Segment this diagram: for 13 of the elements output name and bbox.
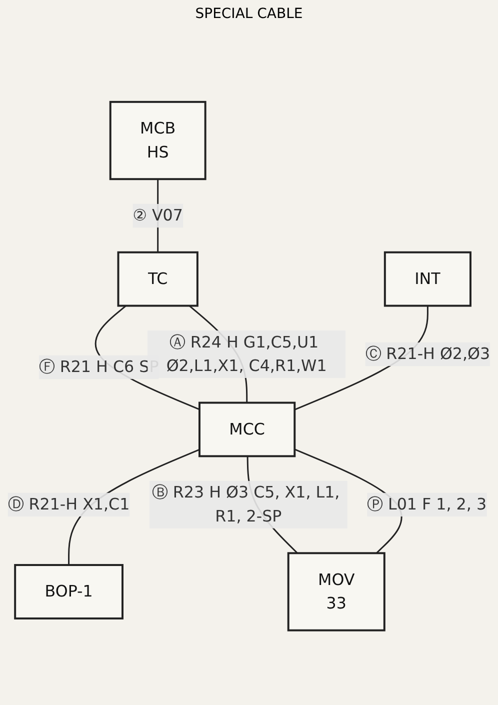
node-box: MCC [198,402,296,458]
node-box: INT [384,252,472,308]
edge-label: Ⓑ R23 H Ø3 C5, X1, L1, R1, 2-SP [152,483,340,526]
edge-label: Ⓒ R21-H Ø2,Ø3 [365,344,490,364]
edge-label: ② V07 [132,206,183,225]
edge-label: Ⓓ R21-H X1,C1 [8,495,130,514]
node-box: TC [117,252,198,308]
node-box: MOV 33 [287,552,386,632]
node-box: MCB HS [109,101,206,180]
cable-note: SPECIAL CABLE [195,6,303,22]
edge-label: Ⓟ L01 F 1, 2, 3 [367,495,487,514]
node-box: BOP-1 [14,564,124,620]
edge-label: Ⓐ R24 H G1,C5,U1 Ø2,L1,X1, C4,R1,W1 [166,332,327,376]
